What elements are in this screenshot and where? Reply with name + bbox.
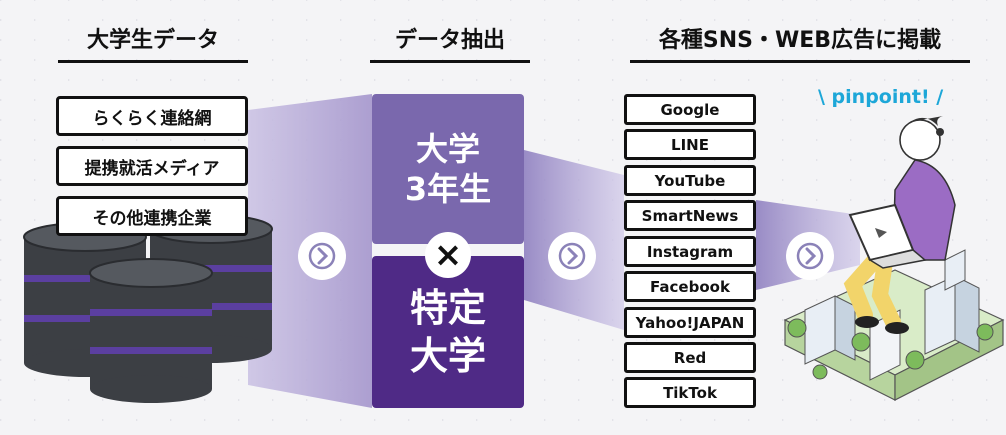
media-item: Google [624, 94, 756, 125]
media-item: SmartNews [624, 200, 756, 231]
heading-ad-placement: 各種SNS・WEB広告に掲載 [630, 22, 970, 63]
data-source-partners: その他連携企業 [56, 196, 248, 236]
database-icon [23, 215, 273, 403]
person-with-laptop-illustration [783, 116, 1005, 401]
chevron-right-icon [298, 232, 346, 280]
media-item: Red [624, 342, 756, 373]
media-item: TikTok [624, 377, 756, 408]
chevron-right-icon [786, 232, 834, 280]
media-item: Facebook [624, 271, 756, 302]
heading-university-data: 大学生データ [58, 22, 248, 63]
data-source-renrakumo: らくらく連絡網 [56, 96, 248, 136]
chevron-right-icon [548, 232, 596, 280]
media-item: YouTube [624, 165, 756, 196]
media-item: Yahoo!JAPAN [624, 307, 756, 338]
data-source-job-media: 提携就活メディア [56, 146, 248, 186]
multiply-icon: × [425, 232, 471, 278]
heading-data-extraction: データ抽出 [370, 22, 530, 63]
pinpoint-callout: \ pinpoint! / [818, 86, 944, 108]
media-item: Instagram [624, 236, 756, 267]
extraction-university-box: 特定大学 [372, 256, 524, 408]
media-item: LINE [624, 129, 756, 160]
